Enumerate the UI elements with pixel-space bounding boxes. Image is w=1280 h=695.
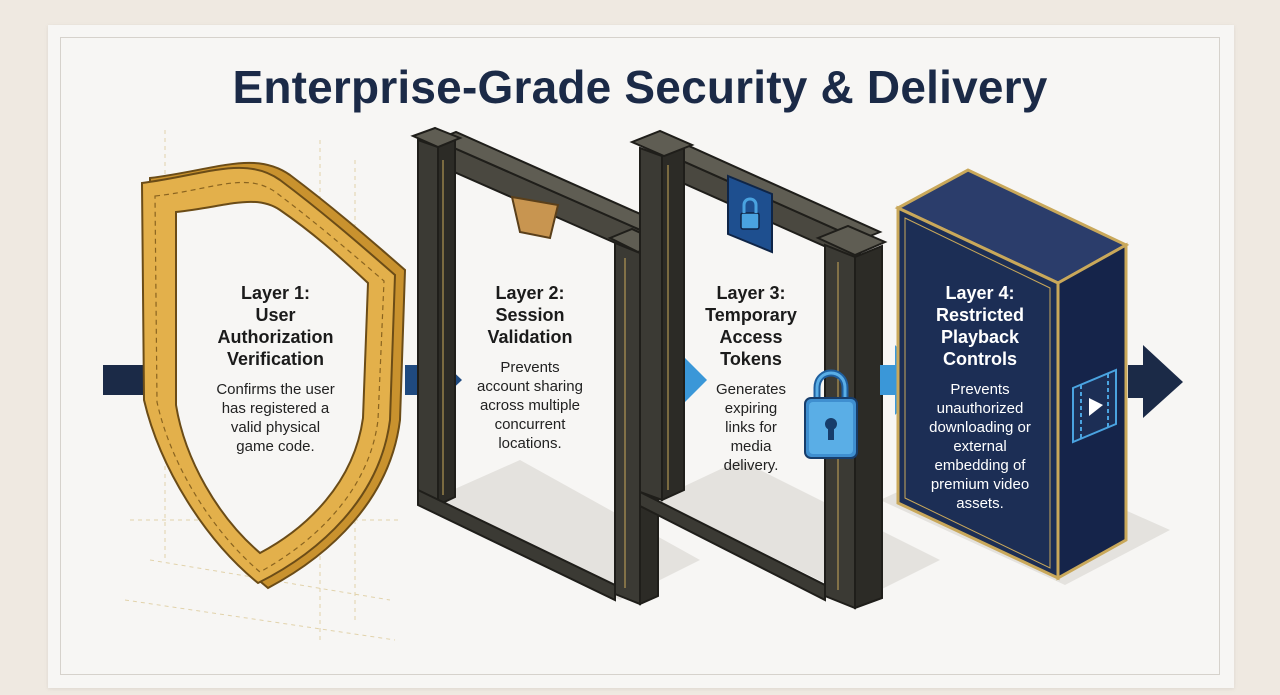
layer-4-description: Prevents unauthorized downloading or ext… — [929, 381, 1031, 512]
vault-box-icon — [894, 168, 1130, 581]
layer-4-text: Layer 4: Restricted Playback Controls Pr… — [905, 282, 1055, 513]
layer-2-text: Layer 2: Session Validation Prevents acc… — [455, 282, 605, 453]
layer-2-description: Prevents account sharing across multiple… — [477, 359, 583, 452]
layer-4-heading: Layer 4: Restricted Playback Controls — [935, 283, 1025, 369]
card-border — [60, 37, 1220, 675]
layer-1-description: Confirms the user has registered a valid… — [216, 381, 335, 455]
layer-1-heading: Layer 1: User Authorization Verification — [217, 283, 334, 369]
layer-3-description: Generates expiring links for media deliv… — [715, 381, 787, 474]
page-title: Enterprise-Grade Security & Delivery — [232, 61, 1048, 113]
shield-icon — [140, 161, 407, 590]
layer-2-heading: Layer 2: Session Validation — [487, 283, 573, 347]
layer-3-heading: Layer 3: Temporary Access Tokens — [705, 283, 797, 369]
film-play-icon — [1072, 368, 1117, 444]
layer-3-text: Layer 3: Temporary Access Tokens Generat… — [690, 282, 812, 475]
lock-plate-icon — [727, 174, 773, 254]
exit-arrow — [1128, 345, 1183, 418]
padlock-icon — [804, 369, 858, 459]
layer-1-text: Layer 1: User Authorization Verification… — [188, 282, 363, 456]
